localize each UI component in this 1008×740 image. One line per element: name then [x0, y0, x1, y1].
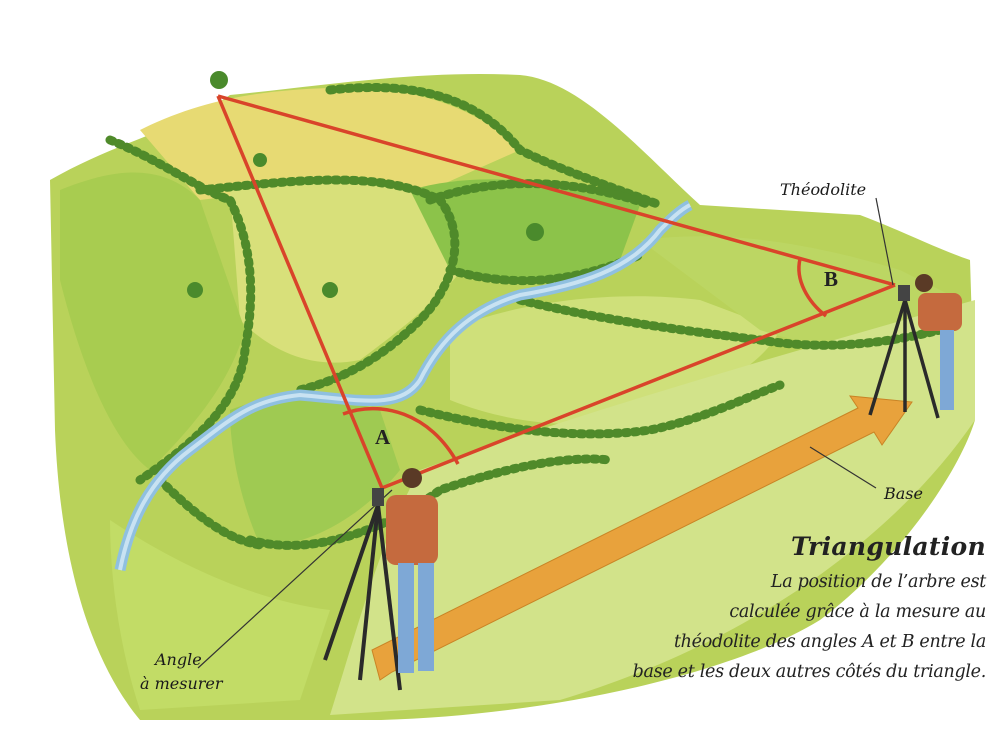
caption: Triangulation La position de l’arbre est…	[633, 532, 986, 687]
angle-label-line1: Angle	[155, 650, 202, 669]
angle-label-line2: à mesurer	[140, 674, 223, 693]
caption-line: La position de l’arbre est	[633, 567, 986, 597]
caption-line: théodolite des angles A et B entre la	[633, 627, 986, 657]
caption-title: Triangulation	[633, 532, 986, 561]
target-tree	[210, 71, 228, 89]
point-a-label: A	[375, 425, 390, 450]
theodolite-a	[372, 488, 384, 506]
caption-line: calculée grâce à la mesure au	[633, 597, 986, 627]
caption-line: base et les deux autres côtés du triangl…	[633, 657, 986, 687]
base-label: Base	[884, 484, 923, 503]
theodolite-b	[898, 285, 910, 301]
theodolite-label: Théodolite	[780, 180, 866, 199]
point-b-label: B	[824, 267, 838, 292]
